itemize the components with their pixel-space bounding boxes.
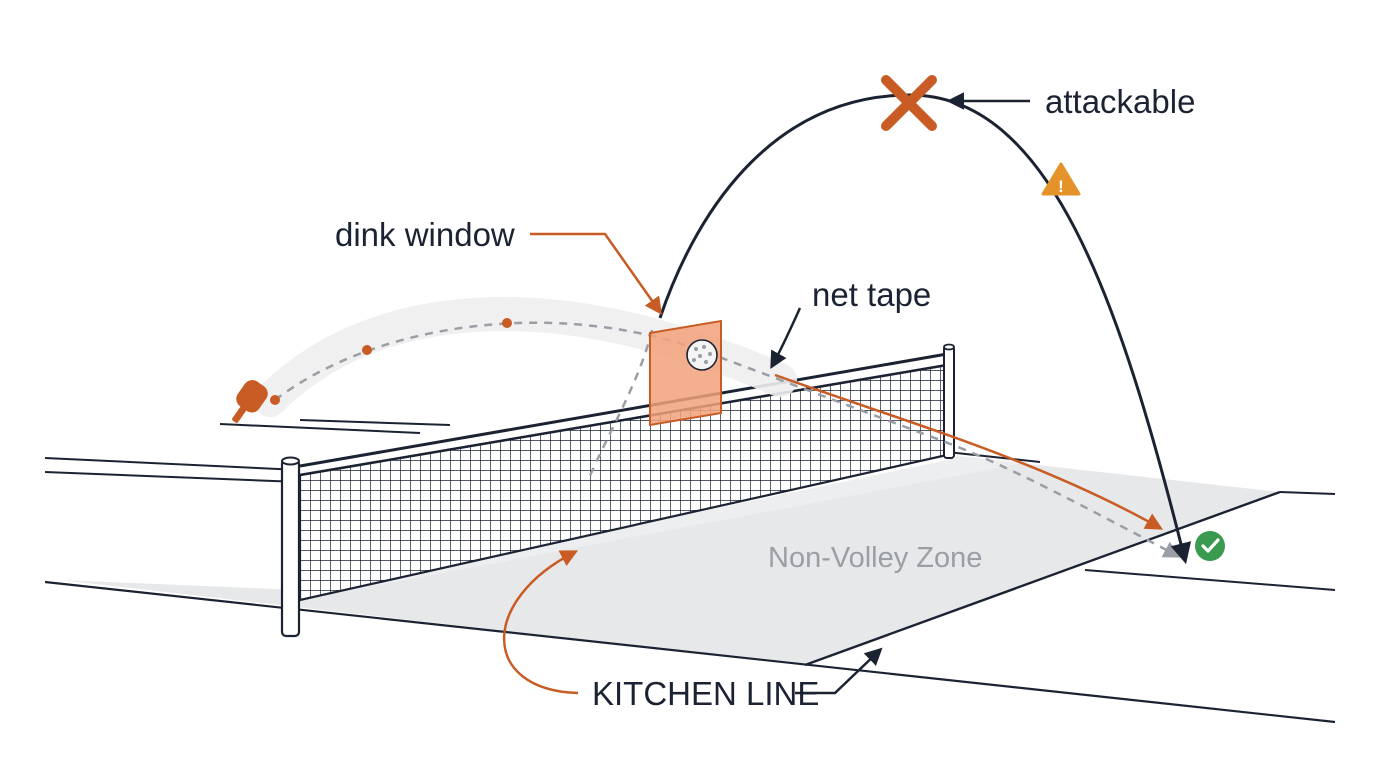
right-net-post <box>943 343 955 459</box>
net-tape-pointer <box>770 307 802 370</box>
trajectory-point-2 <box>362 345 372 355</box>
far-left-line <box>44 471 301 483</box>
far-left-back-line <box>219 423 421 434</box>
dink-window-label: dink window <box>335 216 515 253</box>
right-sideline <box>1084 569 1336 591</box>
far-left-back-line-2 <box>299 419 451 426</box>
dink-window-pointer <box>530 232 663 315</box>
dink-trajectory <box>274 321 1182 558</box>
trajectory-point-1 <box>270 395 280 405</box>
net-tape-shot-arrow <box>774 373 1164 530</box>
net-tape-label: net tape <box>812 276 931 313</box>
lob-trajectory <box>658 93 1192 565</box>
svg-text:!: ! <box>1058 177 1064 196</box>
checkmark-icon <box>1195 531 1225 561</box>
kitchen-line <box>804 490 1281 667</box>
far-right-line <box>946 451 1041 463</box>
warning-icon: ! <box>1041 162 1081 196</box>
pickleball-icon <box>686 339 718 371</box>
kitchen-line-left-pointer <box>502 550 579 695</box>
net-tape-band <box>299 352 948 468</box>
pickleball-paddle-icon <box>232 380 268 423</box>
non-volley-zone-area <box>60 455 1280 665</box>
left-net-post <box>280 456 301 638</box>
trajectory-point-3 <box>502 318 512 328</box>
drop-guide-line <box>586 329 654 481</box>
baseline-near <box>44 580 1336 724</box>
attackable-label: attackable <box>1045 83 1195 120</box>
dink-trajectory-shadow <box>253 297 797 417</box>
kitchen-line-label: KITCHEN LINE <box>592 675 819 712</box>
dink-window-box <box>649 319 722 427</box>
right-court-line-top <box>1279 491 1336 495</box>
non-volley-zone-label: Non-Volley Zone <box>768 542 982 574</box>
x-mark-icon <box>881 75 937 131</box>
kitchen-line-right-pointer <box>795 647 883 695</box>
net-tape-band-lower <box>299 363 948 477</box>
far-left-sideline <box>44 457 301 471</box>
